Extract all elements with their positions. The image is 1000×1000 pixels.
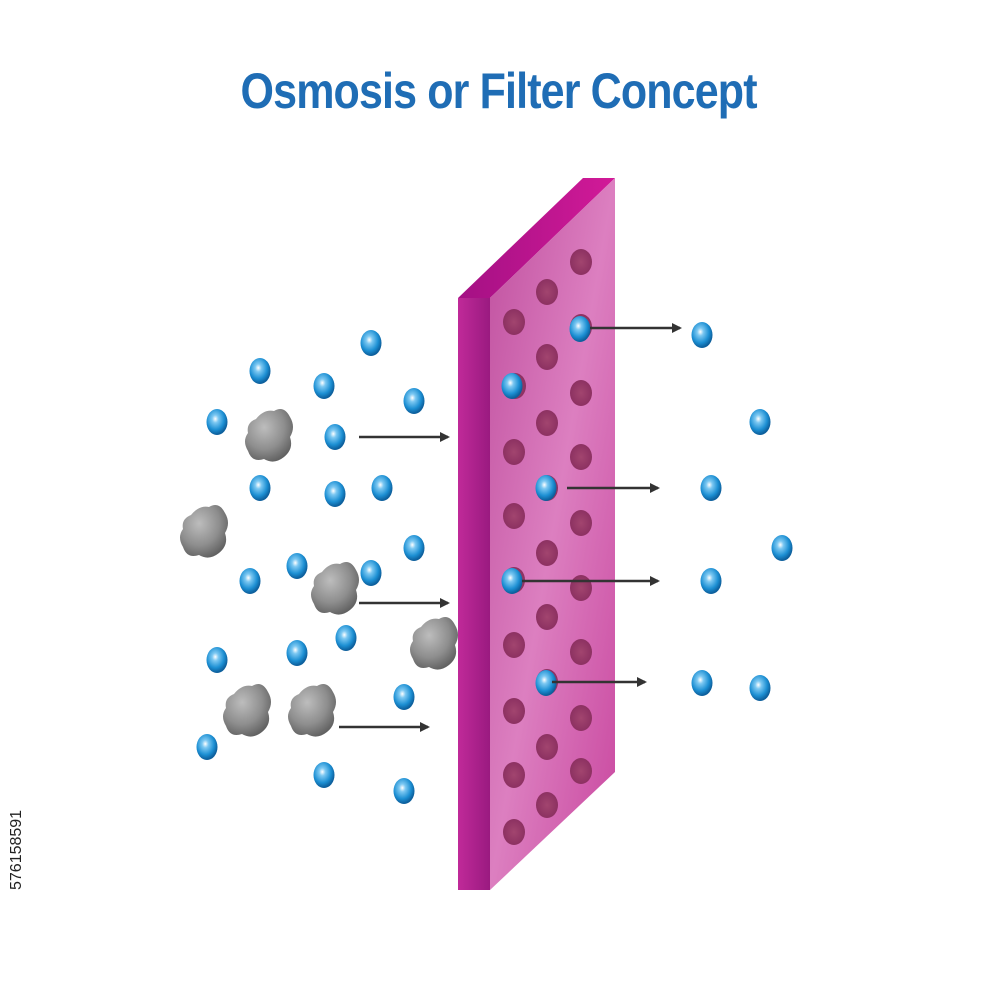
water-molecule-icon <box>239 568 261 594</box>
solute-particle-icon <box>410 617 458 670</box>
pore <box>570 444 592 470</box>
water-molecule-icon <box>403 388 425 414</box>
water-molecule-icon <box>569 316 591 342</box>
water-molecule-icon <box>206 647 228 673</box>
pore <box>570 758 592 784</box>
solute-particle-icon <box>180 505 228 558</box>
pore <box>503 698 525 724</box>
pore <box>536 734 558 760</box>
pore <box>570 575 592 601</box>
pore <box>503 309 525 335</box>
water-molecule-icon <box>535 670 557 696</box>
stock-image-id: 576158591 <box>2 770 32 970</box>
membrane-side-edge <box>458 298 490 890</box>
pore <box>536 410 558 436</box>
membrane-top-edge <box>458 178 615 298</box>
pore <box>536 604 558 630</box>
pore <box>503 632 525 658</box>
water-molecule-icon <box>749 675 771 701</box>
water-molecule-icon <box>360 330 382 356</box>
water-molecule-icon <box>393 778 415 804</box>
flow-arrows <box>339 323 682 732</box>
water-molecule-icon <box>749 409 771 435</box>
water-molecule-icon <box>501 568 523 594</box>
pore <box>536 540 558 566</box>
solute-particle-icon <box>311 562 359 615</box>
water-molecule-icon <box>249 358 271 384</box>
pore <box>536 279 558 305</box>
water-molecule-icon <box>335 625 357 651</box>
water-molecule-icon <box>771 535 793 561</box>
water-molecule-icon <box>371 475 393 501</box>
pore <box>570 639 592 665</box>
water-molecule-icon <box>324 424 346 450</box>
water-molecule-icon <box>286 640 308 666</box>
water-molecule-icon <box>700 568 722 594</box>
pore <box>503 439 525 465</box>
solute-particle-icon <box>288 684 336 737</box>
diagram-title: Osmosis or Filter Concept <box>240 63 758 119</box>
solute-particles <box>180 409 458 737</box>
water-molecule-icon <box>313 762 335 788</box>
pore <box>503 762 525 788</box>
pore <box>536 792 558 818</box>
pore <box>570 249 592 275</box>
pore <box>570 510 592 536</box>
water-molecule-icon <box>691 670 713 696</box>
pore <box>570 705 592 731</box>
water-molecule-icon <box>196 734 218 760</box>
pore <box>536 344 558 370</box>
water-molecule-icon <box>700 475 722 501</box>
water-molecules <box>196 316 793 804</box>
water-molecule-icon <box>691 322 713 348</box>
water-molecule-icon <box>286 553 308 579</box>
pore <box>570 380 592 406</box>
water-molecule-icon <box>324 481 346 507</box>
water-molecule-icon <box>501 373 523 399</box>
membrane <box>458 178 615 890</box>
stock-image-id-text: 576158591 <box>8 809 25 890</box>
water-molecule-icon <box>249 475 271 501</box>
water-molecule-icon <box>206 409 228 435</box>
water-molecule-icon <box>360 560 382 586</box>
water-molecule-icon <box>535 475 557 501</box>
water-molecule-icon <box>403 535 425 561</box>
pore <box>503 819 525 845</box>
solute-particle-icon <box>223 684 271 737</box>
pore <box>503 503 525 529</box>
water-molecule-icon <box>393 684 415 710</box>
water-molecule-icon <box>313 373 335 399</box>
solute-particle-icon <box>245 409 293 462</box>
